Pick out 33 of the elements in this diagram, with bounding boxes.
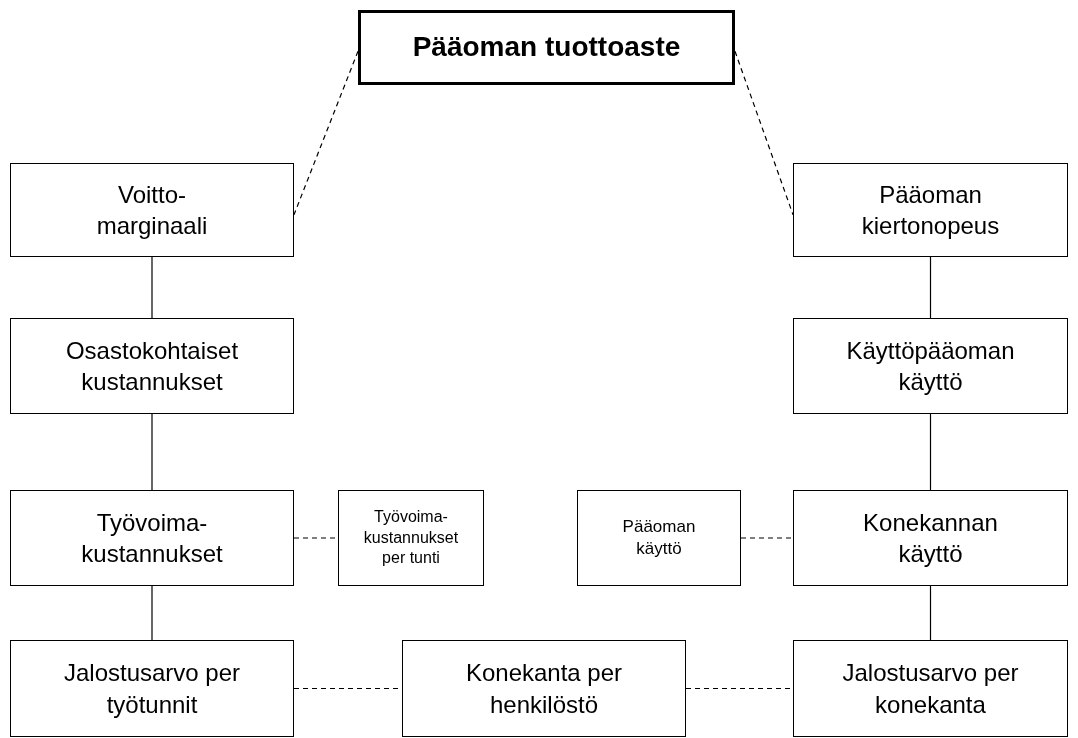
metric-box [402,640,686,737]
metric-box [10,490,294,586]
connector-line [151,413,153,491]
box-label: Konekanta per henkilöstö [464,658,624,720]
connector-line [929,256,932,319]
connector-line [151,256,153,319]
box-label: Jalostusarvo per työtunnit [62,658,242,720]
metric-box [793,318,1068,414]
metric-box [793,490,1068,586]
box-label: Työvoima-kustannukset per tunti [362,506,460,569]
metric-box [10,640,294,737]
metric-box [793,163,1068,257]
box-label: Käyttöpääoman käyttö [845,335,1016,397]
connector-line [929,413,932,491]
connector-line [929,585,932,641]
box-label: Työvoima-kustannukset [80,507,224,569]
box-label: Jalostusarvo per konekanta [841,658,1020,720]
connector-line [734,50,794,216]
connector-line [293,50,359,216]
metric-box [793,640,1068,737]
box-label: Konekannan käyttö [862,507,999,569]
box-label: Voitto-marginaali [95,179,209,241]
box-label: Osastokohtaiset kustannukset [64,335,240,397]
box-label: Pääoman kiertonopeus [860,179,1001,241]
metric-box [10,163,294,257]
box-label: Pääoman käyttö [621,515,697,560]
metric-box [338,490,484,586]
metric-box [577,490,741,586]
metric-box [10,318,294,414]
connector-line [740,537,794,539]
box-label: Pääoman tuottoaste [412,30,681,65]
title-box [358,10,735,85]
connector-line [151,585,153,641]
